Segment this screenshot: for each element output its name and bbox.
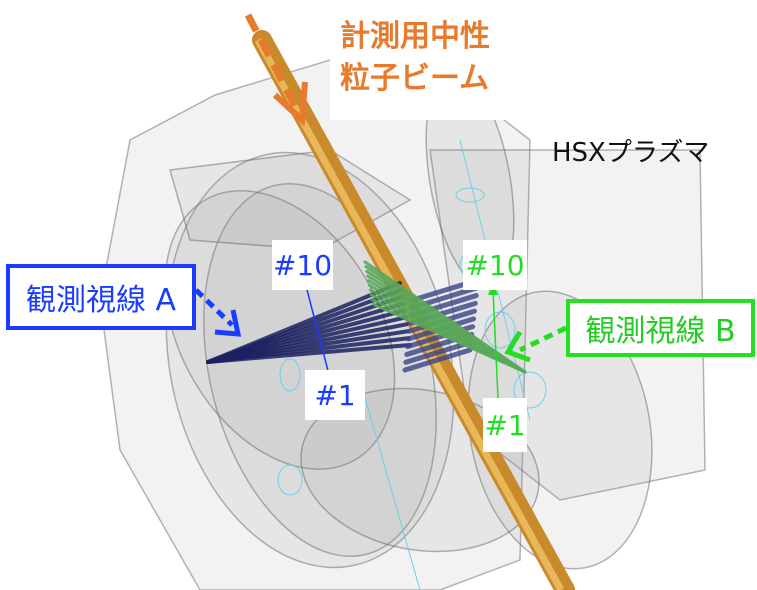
sightline-a-last-channel: #10: [272, 240, 333, 290]
sightline-b-channel-arrow: [492, 289, 499, 399]
sightline-b-fan: [363, 260, 527, 374]
beam-label-line1: 計測用中性: [340, 19, 490, 54]
sightline-b-pointer: [504, 325, 568, 363]
sightline-a-pointer: [194, 288, 242, 337]
sightline-a-channel-10: [206, 281, 402, 364]
sightline-b-channel-10: [371, 302, 527, 374]
sightline-a-rod-2: [403, 339, 474, 365]
plasma-label: HSXプラズマ: [552, 138, 710, 168]
beam-label-line2: 粒子ビーム: [340, 61, 490, 96]
sightline-a-label: 観測視線 A: [6, 264, 196, 330]
sightline-a-rod-1: [402, 347, 473, 373]
neutral-beam-label: 計測用中性 粒子ビーム: [330, 8, 545, 120]
beam-direction-arrow: [244, 13, 308, 127]
sightline-b-first-channel: #1: [483, 398, 527, 452]
sightline-b-label: 観測視線 B: [566, 299, 755, 357]
sightline-a-first-channel: #1: [305, 370, 365, 420]
sightline-b-last-channel: #10: [463, 240, 527, 290]
